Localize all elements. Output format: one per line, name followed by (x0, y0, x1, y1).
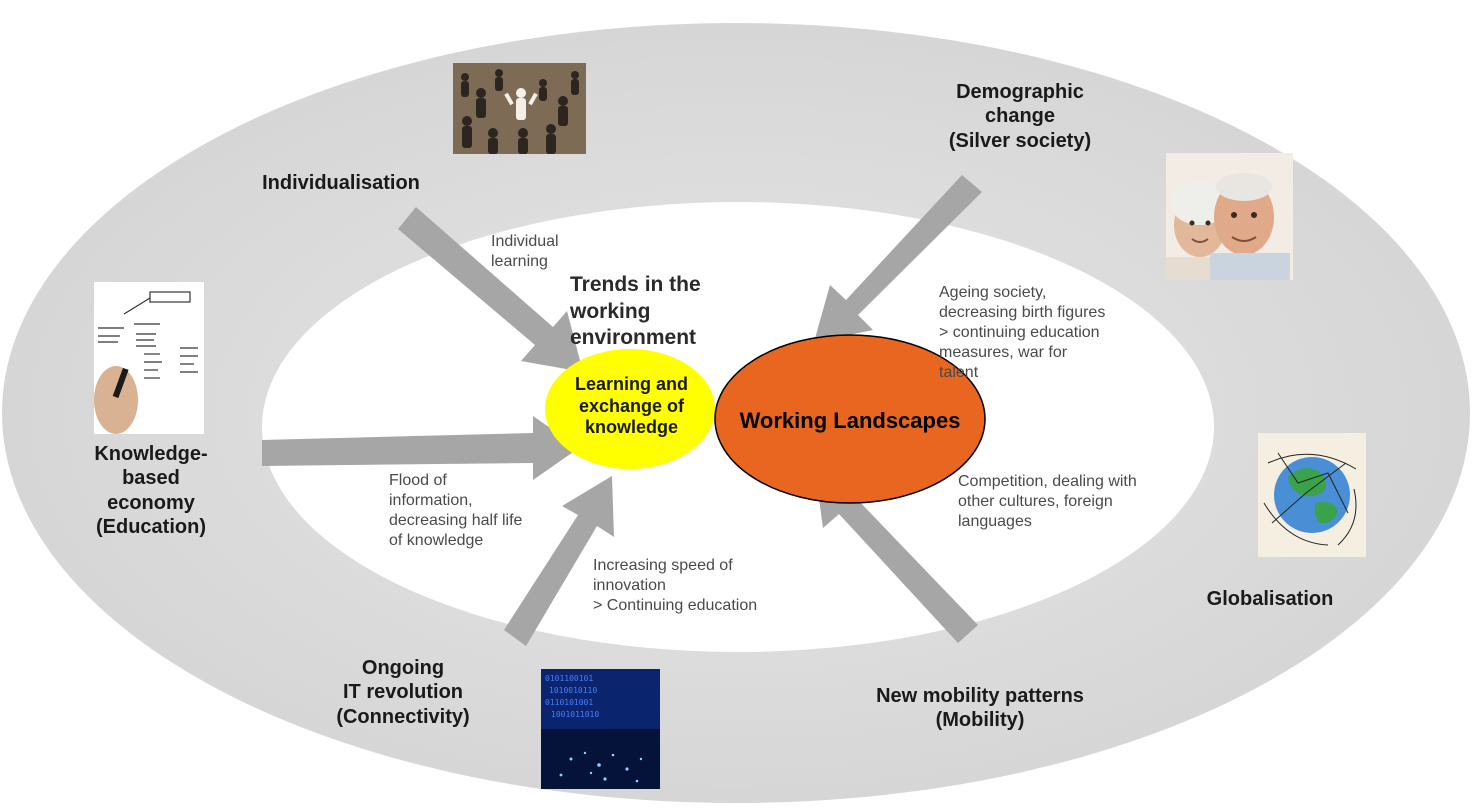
label-knowledge-economy: Knowledge- based economy (Education) (94, 443, 208, 539)
hand-writing-photo (94, 282, 204, 434)
note-flood-of-information: Flood of information, decreasing half li… (389, 472, 523, 549)
arrow-knowledge (262, 416, 579, 480)
learning-ellipse (545, 349, 715, 469)
arrow-demographic (814, 175, 982, 342)
label-it-revolution: Ongoing IT revolution (Connectivity) (336, 657, 470, 728)
arrow-mobility (815, 470, 978, 643)
svg-text:1001011010: 1001011010 (551, 710, 599, 719)
label-mobility: New mobility patterns (Mobility) (876, 685, 1084, 732)
elderly-couple-photo (1166, 153, 1293, 280)
note-ageing-society: Ageing society, decreasing birth figures… (939, 284, 1106, 381)
working-landscapes-label: Working Landscapes (739, 408, 961, 433)
note-individual-learning: Individual learning (491, 233, 559, 270)
svg-text:0101100101: 0101100101 (545, 674, 593, 683)
arrow-it (504, 476, 614, 646)
globe-network-photo (1258, 433, 1366, 557)
learning-exchange-label: Learning and exchange of knowledge (574, 374, 688, 438)
label-globalisation: Globalisation (1206, 588, 1334, 610)
arrows (262, 175, 982, 646)
svg-text:0110101001: 0110101001 (545, 698, 593, 707)
arrow-individualisation (398, 207, 583, 372)
working-landscapes-ellipse (714, 334, 986, 504)
svg-text:1010010110: 1010010110 (549, 686, 597, 695)
binary-fiber-photo: 0101100101 1010010110 0110101001 1001011… (541, 669, 660, 789)
note-competition: Competition, dealing with other cultures… (958, 473, 1137, 530)
label-demographic-change: Demographic change (Silver society) (948, 81, 1092, 152)
crowd-photo (453, 63, 586, 154)
label-individualisation: Individualisation (262, 172, 420, 194)
note-speed-of-innovation: Increasing speed of innovation > Continu… (593, 557, 758, 614)
center-title: Trends in the working environment (570, 273, 701, 350)
